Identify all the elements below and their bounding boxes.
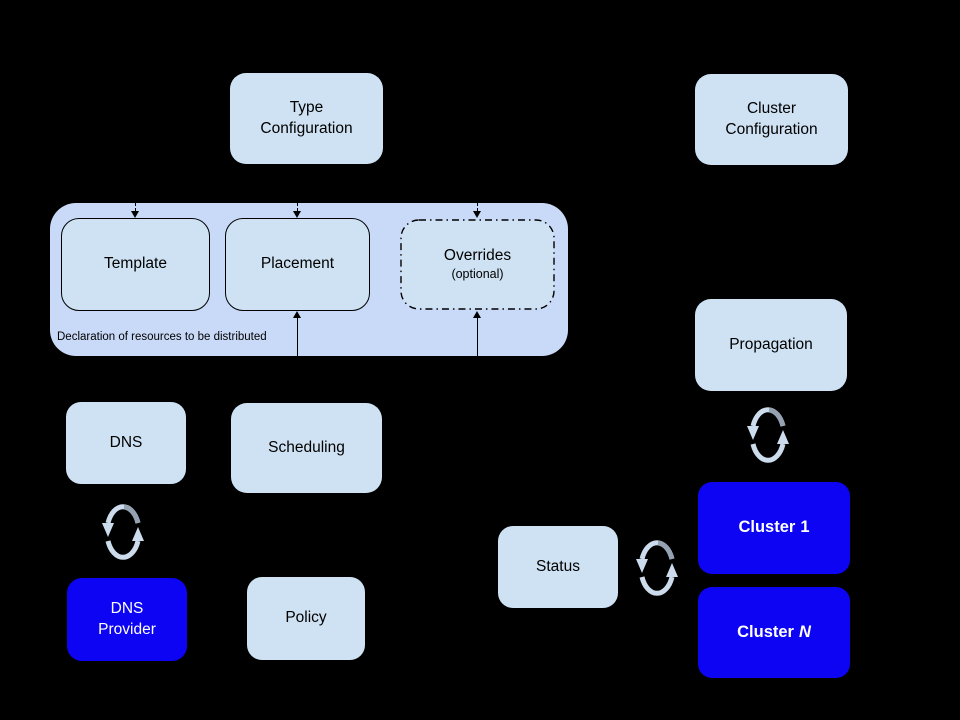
dashed-arrow-into-overrides <box>472 203 482 218</box>
arrowhead-down-icon <box>293 211 301 218</box>
node-label: Type <box>289 99 324 117</box>
dashed-line <box>476 203 478 211</box>
node-label: Overrides <box>443 247 512 265</box>
type-configuration-node: Type Configuration <box>230 73 383 164</box>
dns-node: DNS <box>66 402 186 484</box>
node-label: Scheduling <box>268 438 345 456</box>
sync-icon <box>747 407 789 463</box>
solid-line <box>296 318 298 356</box>
arrowhead-down-icon <box>473 211 481 218</box>
scheduling-node: Scheduling <box>231 403 382 493</box>
dns-provider-node: DNS Provider <box>67 578 187 661</box>
node-label: Provider <box>98 620 156 638</box>
solid-arrow-into-overrides-bottom <box>472 311 482 356</box>
solid-arrow-into-placement-bottom <box>292 311 302 356</box>
node-label: Configuration <box>725 120 818 138</box>
overrides-node: Overrides (optional) <box>400 219 555 310</box>
policy-node: Policy <box>247 577 365 660</box>
cluster-number: 1 <box>800 518 810 537</box>
node-label: Cluster <box>746 100 797 118</box>
dash-dot-border <box>400 219 555 310</box>
arrowhead-down-icon <box>131 211 139 218</box>
dashed-line <box>134 203 136 211</box>
template-node: Template <box>61 218 210 311</box>
propagation-node: Propagation <box>695 299 847 391</box>
arrowhead-up-icon <box>473 311 481 318</box>
node-label: Configuration <box>260 119 353 137</box>
node-label: Status <box>536 557 580 575</box>
declaration-caption: Declaration of resources to be distribut… <box>57 331 267 343</box>
dashed-arrow-into-placement <box>292 203 302 218</box>
arrowhead-up-icon <box>293 311 301 318</box>
sync-icon <box>636 540 678 596</box>
cluster-configuration-node: Cluster Configuration <box>695 74 848 165</box>
node-label: Policy <box>285 609 327 627</box>
solid-line <box>476 318 478 356</box>
dashed-arrow-into-template <box>130 203 140 218</box>
node-label: DNS <box>109 433 143 451</box>
placement-node: Placement <box>225 218 370 311</box>
node-label: Template <box>104 255 167 273</box>
node-label: Placement <box>260 255 335 273</box>
cluster-number: N <box>798 622 811 641</box>
node-label: DNS <box>110 600 144 618</box>
dashed-line <box>296 203 298 211</box>
node-sublabel: (optional) <box>451 267 504 282</box>
cluster-word: Cluster <box>738 518 796 537</box>
cluster-word: Cluster <box>737 622 794 641</box>
sync-icon <box>102 504 144 560</box>
status-node: Status <box>498 526 618 608</box>
node-label: Propagation <box>729 335 813 353</box>
